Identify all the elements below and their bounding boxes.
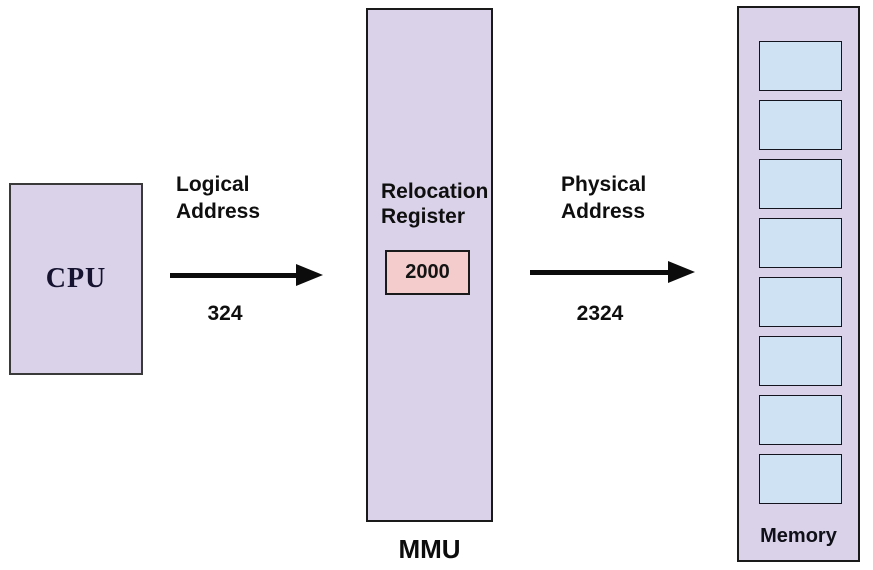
memory-cell xyxy=(759,336,842,386)
memory-cell xyxy=(759,395,842,445)
physical-address-label: Physical Address xyxy=(561,173,647,223)
memory-cell-list xyxy=(759,41,842,504)
logical-address-label: Logical Address xyxy=(176,173,261,223)
cpu-label: CPU xyxy=(45,263,107,294)
arrow-head-icon xyxy=(668,261,695,283)
mmu-box: Relocation Register 2000 xyxy=(366,8,493,522)
memory-cell xyxy=(759,277,842,327)
arrow-shaft xyxy=(530,270,672,275)
memory-cell xyxy=(759,41,842,91)
physical-address-arrow xyxy=(530,261,695,283)
logical-address-arrow xyxy=(170,264,323,286)
relocation-register-value: 2000 xyxy=(405,261,450,283)
memory-caption: Memory xyxy=(760,525,837,547)
physical-address-value: 2324 xyxy=(576,302,624,325)
relocation-register-label: Relocation Register xyxy=(381,180,489,228)
memory-box: Memory xyxy=(737,6,860,562)
cpu-box: CPU xyxy=(9,183,143,375)
mmu-caption: MMU xyxy=(398,534,461,564)
logical-address-value: 324 xyxy=(207,302,243,325)
arrow-head-icon xyxy=(296,264,323,286)
relocation-register-box: 2000 xyxy=(385,250,470,295)
arrow-shaft xyxy=(170,273,300,278)
memory-cell xyxy=(759,159,842,209)
memory-cell xyxy=(759,100,842,150)
memory-cell xyxy=(759,454,842,504)
memory-cell xyxy=(759,218,842,268)
